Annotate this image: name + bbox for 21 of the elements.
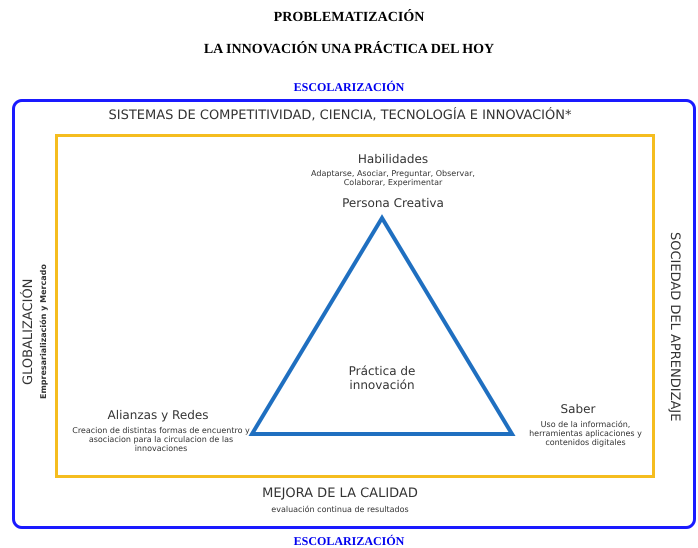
band-heading: SOCIEDAD DEL APRENDIZAJE xyxy=(667,231,682,424)
section-heading: Alianzas y Redes xyxy=(106,408,210,422)
triangle-shape xyxy=(248,214,516,438)
subtitle: LA INNOVACIÓN UNA PRÁCTICA DEL HOY xyxy=(202,42,496,58)
description: Uso de la información, herramientas aplicaciones y contenidos digitales xyxy=(528,420,643,447)
description: Creacion de distintas formas de encuentro y asociacion para la circulacion de las innovaciones xyxy=(71,426,251,453)
band-heading: SISTEMAS DE COMPETITIVIDAD, CIENCIA, TECNOLOGÍA E INNOVACIÓN* xyxy=(108,108,572,123)
band-subheading: Empresarialización y Mercado xyxy=(39,264,48,402)
band-subheading: evaluación continua de resultados xyxy=(270,505,410,514)
node-label: Práctica de innovación xyxy=(348,364,416,392)
band-heading: ESCOLARIZACIÓN xyxy=(292,80,406,95)
band-heading: GLOBALIZACIÓN xyxy=(21,278,36,388)
band-heading: MEJORA DE LA CALIDAD xyxy=(261,486,419,501)
diagram-title: PROBLEMATIZACIÓN xyxy=(272,10,426,26)
section-heading: Saber xyxy=(560,402,596,416)
outer-frame xyxy=(12,99,696,529)
band-heading: ESCOLARIZACIÓN xyxy=(292,534,406,548)
inner-frame xyxy=(55,134,655,478)
description: Adaptarse, Asociar, Preguntar, Observar, Colaborar, Experimentar xyxy=(310,169,476,187)
section-heading: Habilidades xyxy=(356,152,430,166)
section-heading: Persona Creativa xyxy=(341,196,445,210)
